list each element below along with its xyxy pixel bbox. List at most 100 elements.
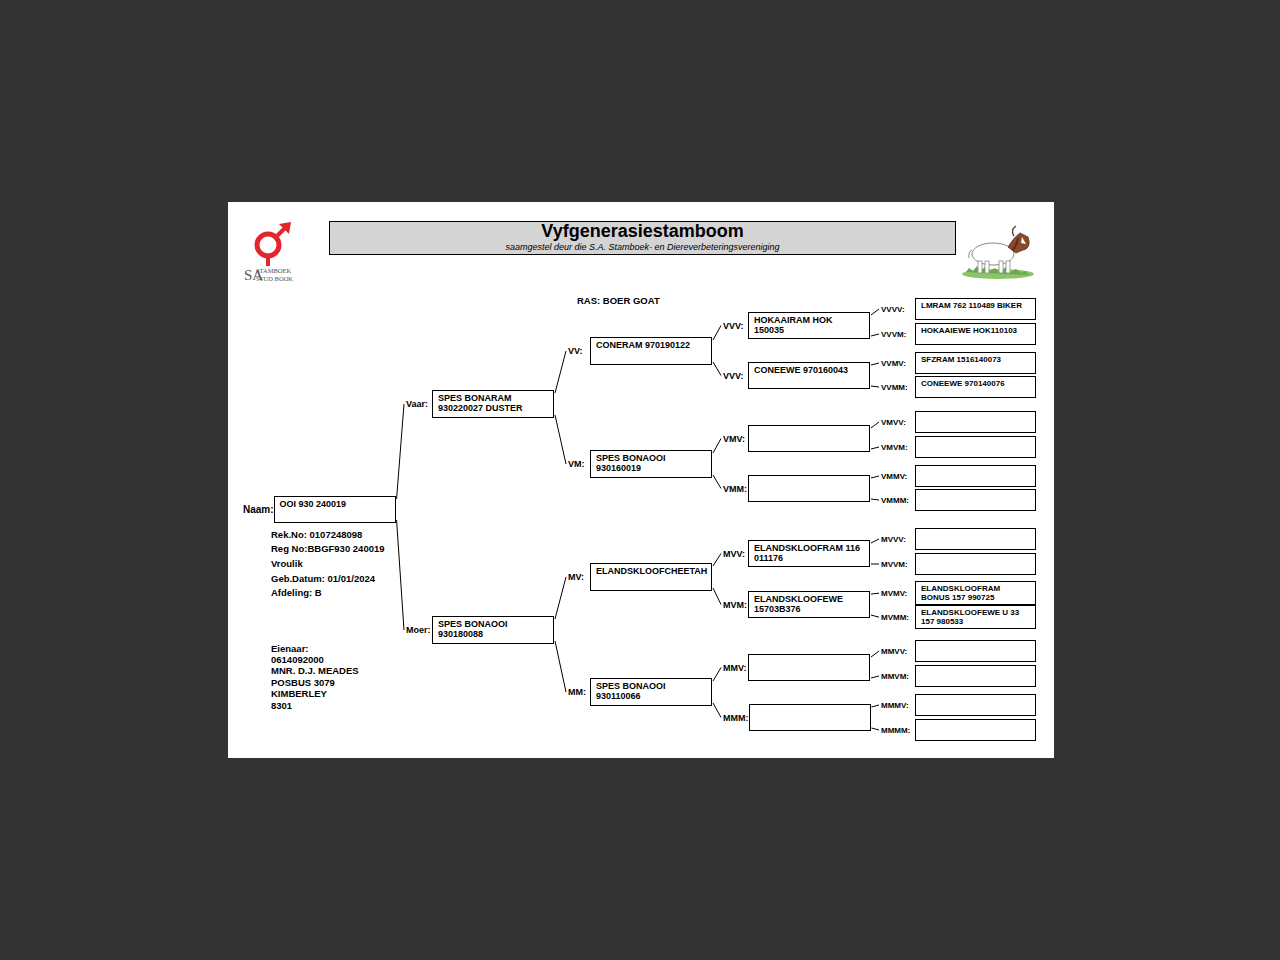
info-text: Reg No:BBGF930 240019 [271,544,385,554]
animal-name: ELANDSKLOOFRAM 116 011176 [754,543,864,564]
relation-label: Vaar: [403,399,432,409]
animal-name: ELANDSKLOOFRAM BONUS 157 990725 [921,584,1030,602]
info-text: MNR. D.J. MEADES [271,666,359,676]
pedigree-line [713,362,721,376]
pedigree-line [555,351,566,393]
animal-box: SPES BONAOOI 930160019 [590,450,712,478]
animal-box: SPES BONAOOI 930110066 [590,678,712,706]
animal-box: LMRAM 762 110489 BIKER [915,298,1036,320]
info-text: Eienaar: [271,644,309,654]
animal-box: HOKAAIEWE HOK110103 [915,323,1036,345]
animal-box: OOI 930 240019 [274,496,396,523]
pedigree-entry: MMVM: [878,665,1036,687]
info-text: RAS: BOER GOAT [577,296,660,306]
animal-name: ELANDSKLOOFEWE U 33 157 980533 [921,608,1030,626]
relation-label: VMMV: [878,472,915,481]
info-text: 0614092000 [271,655,324,665]
pedigree-line [871,651,879,657]
animal-box [915,553,1036,575]
animal-box [915,411,1036,433]
animal-box [915,694,1036,716]
title-band [330,222,956,255]
pedigree-entry: MVV: ELANDSKLOOFRAM 116 011176 [720,540,870,567]
animal-box [915,489,1036,511]
pedigree-entry: MMMM: [878,719,1036,741]
relation-label: MMMM: [878,726,915,735]
relation-label: VMMM: [878,496,915,505]
pedigree-entry: MMMV: [878,694,1036,716]
pedigree-line [713,326,721,341]
pedigree-entry: MMVV: [878,640,1036,662]
info-text: POSBUS 3079 [271,678,335,688]
relation-label: MMV: [720,663,748,673]
relation-label: VVMV: [878,359,915,368]
pedigree-entry: MMM: [720,704,871,731]
pedigree-line [871,615,879,617]
pedigree-entry: MVVV: [878,528,1036,550]
pedigree-line [871,422,879,428]
pedigree-line [871,386,879,387]
animal-box: ELANDSKLOOFEWE U 33 157 980533 [915,605,1036,629]
pedigree-entry: VMMV: [878,465,1036,487]
goat-illustration [962,226,1034,279]
pedigree-line [871,499,879,500]
relation-label: MMVV: [878,647,915,656]
pedigree-entry: Vaar:SPES BONARAM 930220027 DUSTER [403,390,554,418]
info-text: 8301 [271,701,292,711]
relation-label: VVV: [720,371,748,381]
animal-name: ELANDSKLOOFCHEETAH [596,566,707,576]
animal-box: ELANDSKLOOFRAM 116 011176 [748,540,870,567]
animal-box [915,665,1036,687]
relation-label: MVVV: [878,535,915,544]
relation-label: VM: [565,459,590,469]
pedigree-entry: MV:ELANDSKLOOFCHEETAH [565,563,712,591]
pedigree-line [871,593,879,595]
animal-box: SPES BONARAM 930220027 DUSTER [432,390,554,418]
pedigree-entry: VVMV:SFZRAM 1516140073 [878,352,1036,374]
info-text: Geb.Datum: 01/01/2024 [271,574,375,584]
logo-symbol [257,222,291,266]
pedigree-line [397,404,404,499]
animal-box: SPES BONAOOI 930180088 [432,616,554,644]
relation-label: MVV: [720,549,748,559]
animal-box [748,425,870,452]
animal-box [748,654,870,681]
info-text: KIMBERLEY [271,689,327,699]
pedigree-line [713,439,721,454]
pedigree-entry: VV:CONERAM 970190122 [565,337,712,365]
animal-box [915,465,1036,487]
pedigree-line [872,728,880,730]
pedigree-entry: MVMM: ELANDSKLOOFEWE U 33 157 980533 [878,605,1036,629]
pedigree-entry: VMVV: [878,411,1036,433]
pedigree-entry: Moer:SPES BONAOOI 930180088 [403,616,554,644]
animal-name: SPES BONAOOI 930180088 [438,619,548,640]
pedigree-line [555,641,566,692]
animal-box [915,436,1036,458]
animal-box: CONEEWE 970140076 [915,376,1036,398]
animal-name: SPES BONAOOI 930110066 [596,681,706,702]
relation-label: MVMM: [878,613,915,622]
relation-label: VMVM: [878,443,915,452]
relation-label: MVMV: [878,589,915,598]
pedigree-entry: MVVM: [878,553,1036,575]
pedigree-line [872,705,880,707]
relation-label: MM: [565,687,590,697]
pedigree-line [713,703,721,718]
pedigree-line [555,577,566,619]
pedigree-entry: VMM: [720,475,870,502]
info-text: Rek.No: 0107248098 [271,530,362,540]
pedigree-entry: VVVM:HOKAAIEWE HOK110103 [878,323,1036,345]
pedigree-line [397,520,404,630]
animal-box: ELANDSKLOOFRAM BONUS 157 990725 [915,581,1036,605]
pedigree-line [713,588,721,605]
animal-box: ELANDSKLOOFEWE 15703B376 [748,591,870,618]
pedigree-entry: MM: SPES BONAOOI 930110066 [565,678,712,706]
pedigree-line [871,334,879,336]
pedigree-entry: VVV:CONEEWE 970160043 [720,362,870,389]
pedigree-entry: VMVM: [878,436,1036,458]
pedigree-line [871,476,879,478]
animal-name: SPES BONAOOI 930160019 [596,453,706,474]
animal-box: CONEEWE 970160043 [748,362,870,389]
pedigree-entry: MMV: [720,654,870,681]
